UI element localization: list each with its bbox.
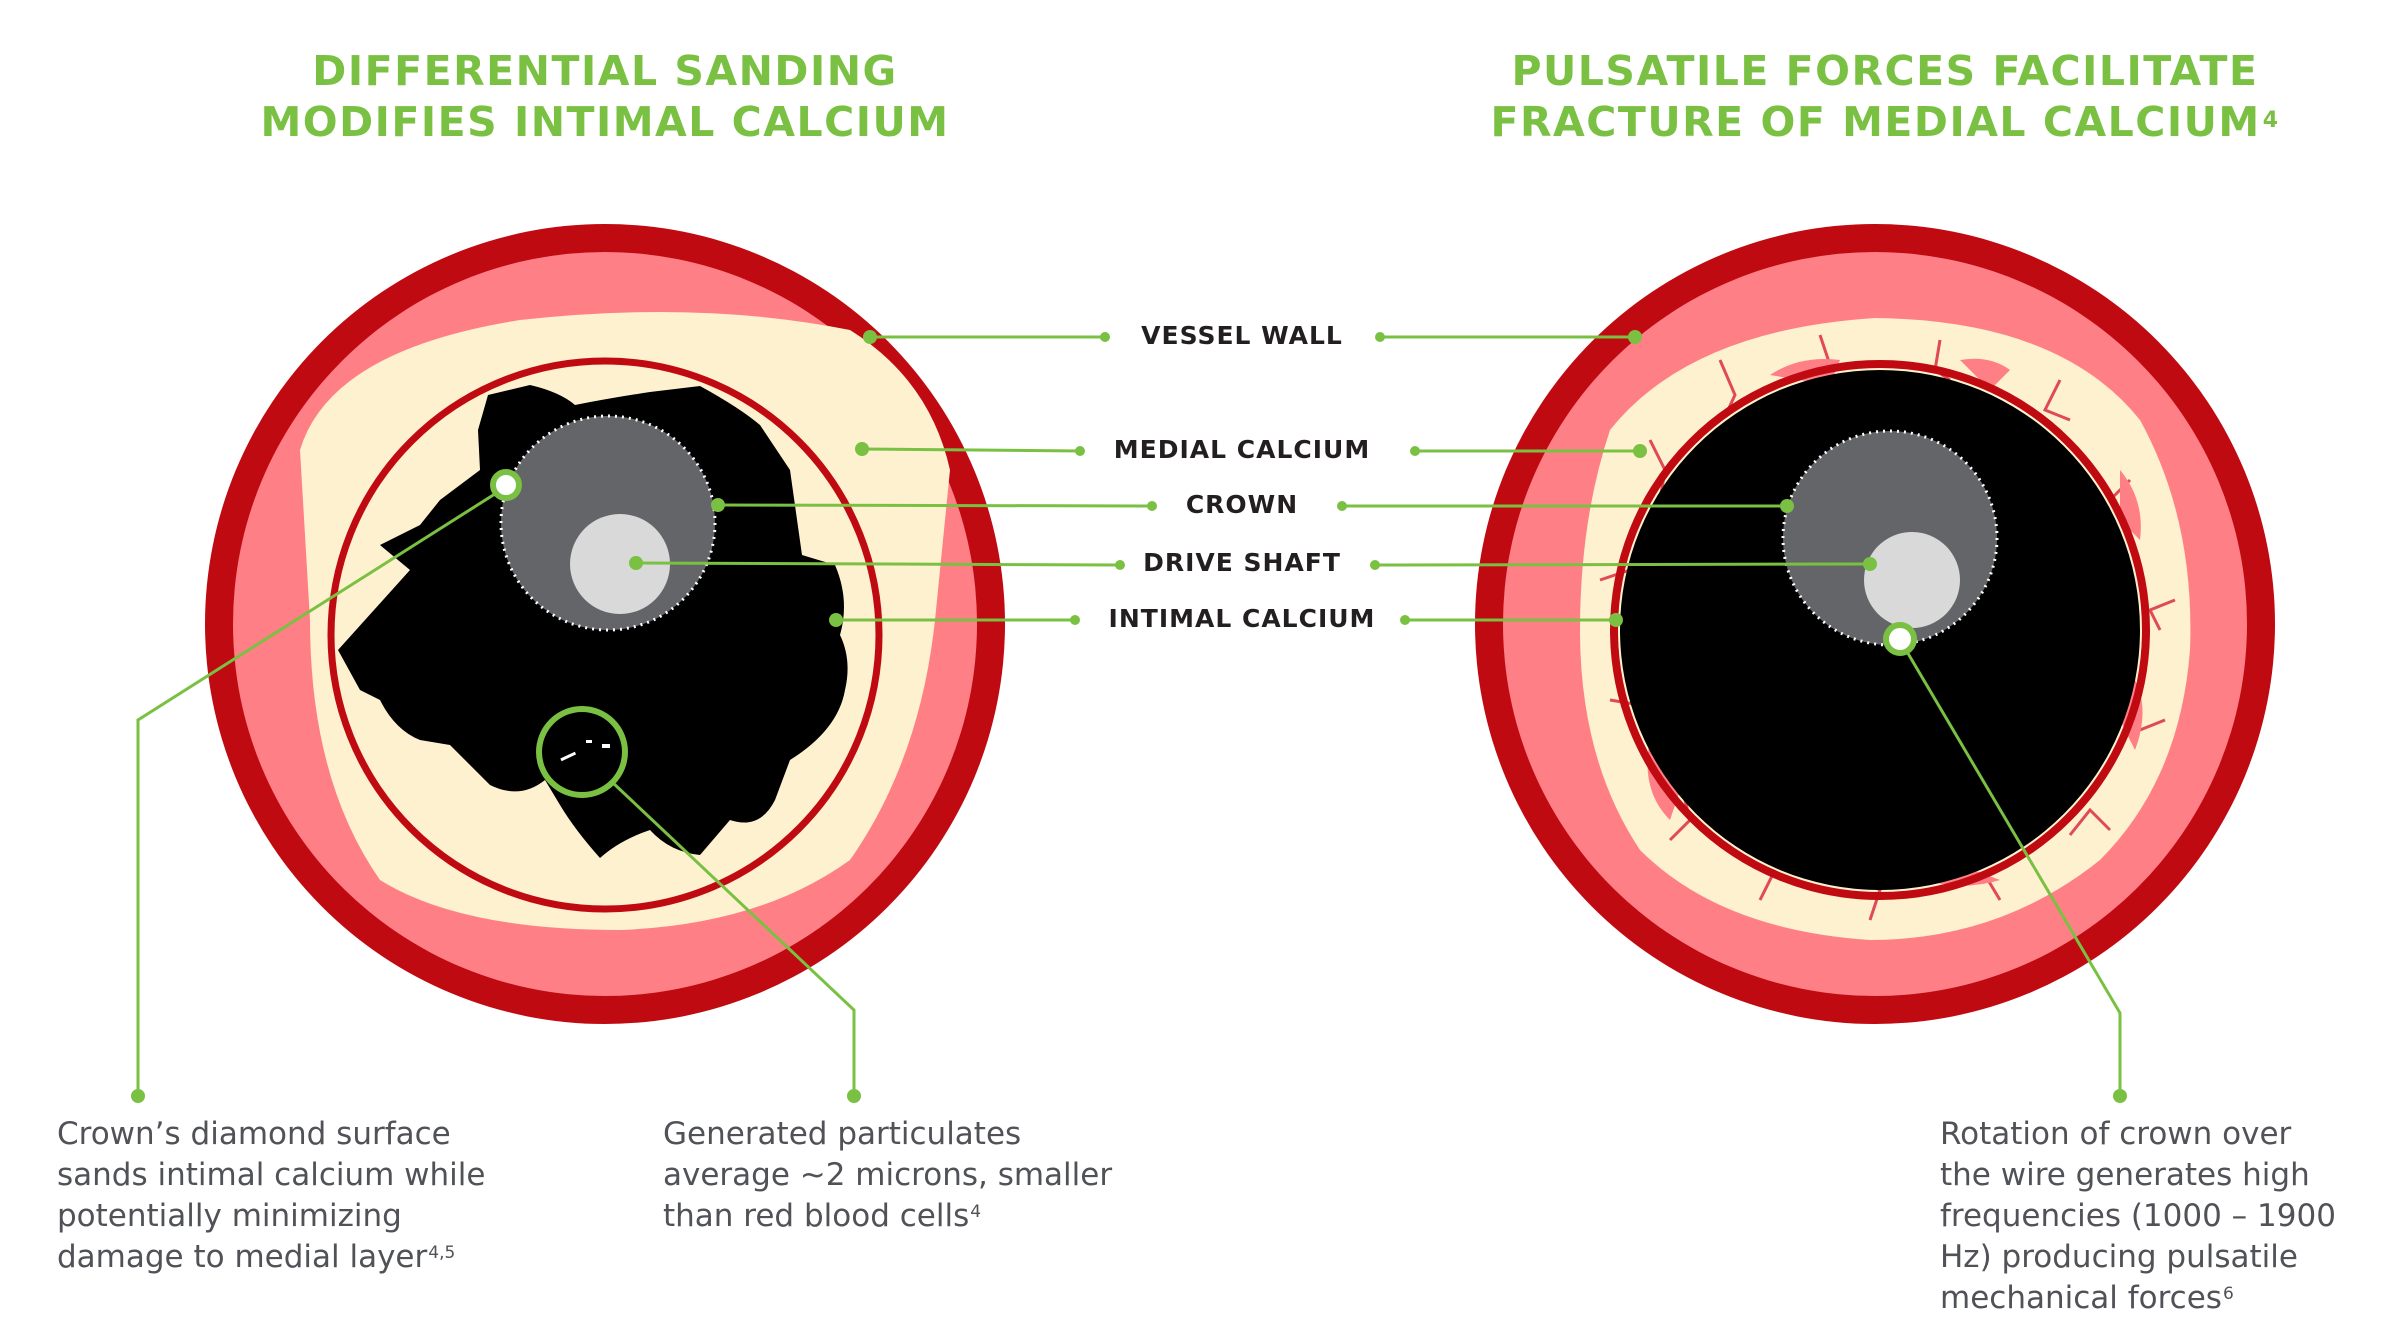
leader-medial-calcium-left: [861, 447, 1081, 453]
right-crown-contact-marker: [1883, 622, 1917, 656]
leader-endpoints: [131, 330, 2127, 1103]
caption-sanding-line-4: damage to medial layer4,5: [57, 1237, 485, 1278]
caption-sanding: Crown’s diamond surface sands intimal ca…: [57, 1114, 485, 1278]
right-title-superscript: 4: [2262, 108, 2280, 133]
leader-particulates-callout: [610, 780, 856, 1096]
caption-particulates-superscript: 4: [970, 1202, 982, 1222]
right-drive-shaft: [1864, 532, 1960, 628]
right-intimal-border: [1610, 360, 2150, 900]
caption-rotation-superscript: 6: [2222, 1284, 2234, 1304]
right-title-line-2: FRACTURE OF MEDIAL CALCIUM4: [1365, 97, 2400, 148]
caption-rotation-line-5-text: mechanical forces: [1940, 1280, 2222, 1316]
caption-particulates-line-1: Generated particulates: [663, 1116, 1022, 1152]
legend-medial-calcium: MEDIAL CALCIUM: [1113, 435, 1371, 464]
right-title-line-2-text: FRACTURE OF MEDIAL CALCIUM: [1490, 98, 2261, 146]
leader-sanding-callout: [136, 490, 499, 1096]
caption-rotation-line-3: frequencies (1000 – 1900: [1940, 1198, 2336, 1234]
right-panel-title: PULSATILE FORCES FACILITATE FRACTURE OF …: [1365, 46, 2400, 148]
caption-particulates-line-3-text: than red blood cells: [663, 1198, 970, 1234]
caption-sanding-superscript: 4,5: [428, 1243, 456, 1263]
leader-drive-shaft-right: [1374, 562, 1871, 567]
left-intimal-border: [327, 357, 883, 913]
left-title-line-1: DIFFERENTIAL SANDING: [312, 47, 898, 95]
legend-vessel-wall: VESSEL WALL: [1141, 321, 1343, 350]
caption-particulates-line-3: than red blood cells4: [663, 1196, 1112, 1237]
leader-rotation-callout: [1904, 649, 2122, 1096]
particulates: [560, 740, 610, 762]
caption-rotation: Rotation of crown over the wire generate…: [1940, 1114, 2336, 1319]
caption-rotation-line-5: mechanical forces6: [1940, 1278, 2336, 1319]
caption-sanding-line-3: potentially minimizing: [57, 1198, 402, 1234]
left-drive-shaft: [570, 514, 670, 614]
caption-sanding-line-1: Crown’s diamond surface: [57, 1116, 451, 1152]
legend-intimal-calcium: INTIMAL CALCIUM: [1108, 604, 1376, 633]
caption-particulates-line-2: average ~2 microns, smaller: [663, 1157, 1113, 1193]
left-title-line-2: MODIFIES INTIMAL CALCIUM: [260, 98, 950, 146]
left-panel-title: DIFFERENTIAL SANDING MODIFIES INTIMAL CA…: [155, 46, 1055, 148]
right-vessel-cross-section: [1475, 224, 2275, 1024]
left-crown-surface-marker: [490, 469, 522, 501]
caption-particulates: Generated particulates average ~2 micron…: [663, 1114, 1112, 1237]
caption-rotation-line-2: the wire generates high: [1940, 1157, 2310, 1193]
right-title-line-1: PULSATILE FORCES FACILITATE: [1511, 47, 2259, 95]
caption-sanding-line-4-text: damage to medial layer: [57, 1239, 428, 1275]
caption-rotation-line-1: Rotation of crown over: [1940, 1116, 2292, 1152]
leader-crown-left: [717, 503, 1153, 508]
legend-drive-shaft: DRIVE SHAFT: [1143, 548, 1341, 577]
particulates-highlight-ring: [536, 706, 628, 798]
caption-sanding-line-2: sands intimal calcium while: [57, 1157, 486, 1193]
legend-crown: CROWN: [1185, 490, 1299, 519]
caption-rotation-line-4: Hz) producing pulsatile: [1940, 1239, 2298, 1275]
leader-drive-shaft-left: [635, 561, 1121, 567]
leader-lines: [136, 335, 2122, 1096]
left-vessel-cross-section: [205, 224, 1005, 1024]
